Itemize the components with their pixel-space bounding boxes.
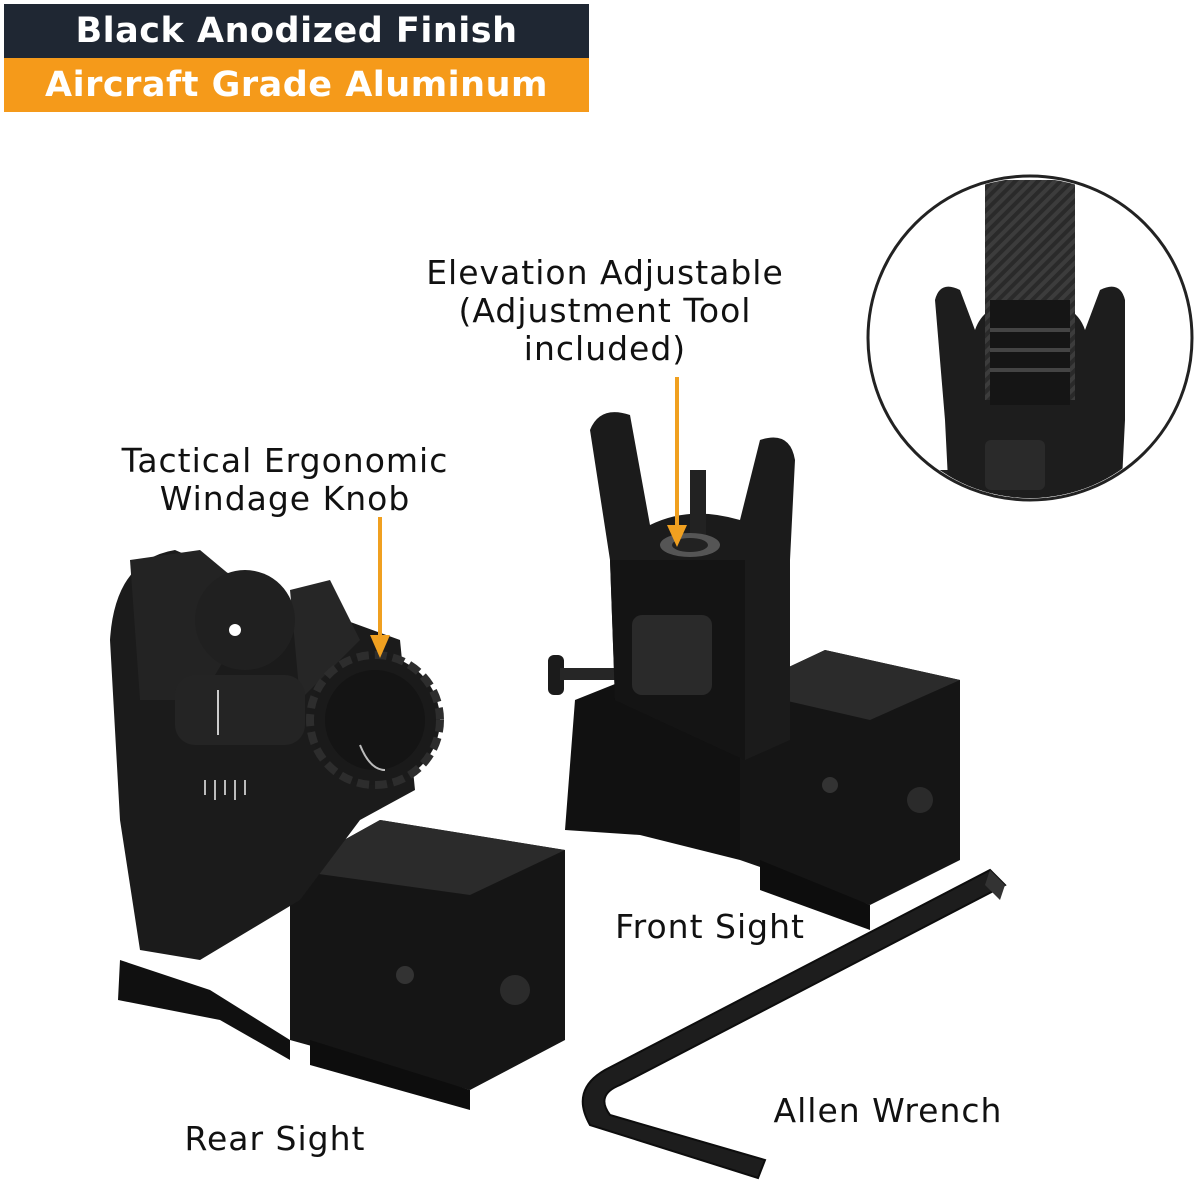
windage-callout-label: Tactical Ergonomic Windage Knob: [100, 442, 470, 518]
front-sight-illustration: [548, 412, 960, 930]
windage-callout-line1: Tactical Ergonomic: [121, 441, 449, 480]
windage-callout-line2: Windage Knob: [159, 479, 411, 518]
finish-banner: Black Anodized Finish: [4, 4, 589, 58]
zoom-detail-inset: [866, 174, 1194, 502]
allen-wrench-illustration: [581, 868, 1007, 1180]
windage-callout-arrow: [370, 517, 390, 658]
material-banner: Aircraft Grade Aluminum: [4, 58, 589, 112]
rear-sight-illustration: [110, 550, 565, 1110]
elevation-callout-line1: Elevation Adjustable: [426, 253, 784, 292]
allen-wrench-label: Allen Wrench: [773, 1091, 1003, 1130]
elevation-callout-line2: (Adjustment Tool: [458, 291, 752, 330]
elevation-callout-label: Elevation Adjustable (Adjustment Tool in…: [405, 254, 805, 368]
rear-sight-label: Rear Sight: [184, 1119, 366, 1158]
elevation-callout-line3: included): [523, 329, 687, 368]
elevation-callout-arrow: [667, 377, 687, 547]
front-sight-label: Front Sight: [615, 907, 805, 946]
